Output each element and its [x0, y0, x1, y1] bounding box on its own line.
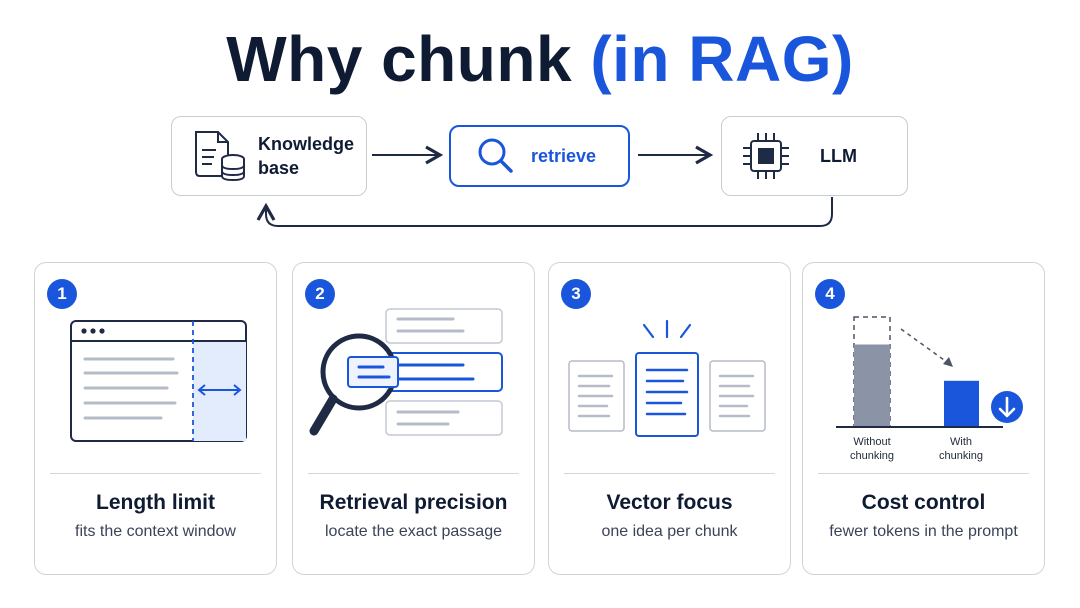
search-icon: [473, 134, 517, 178]
knowledge-base-line2: base: [258, 158, 300, 178]
card-number-badge: 1: [47, 279, 77, 309]
knowledge-base-box: Knowledge base: [171, 116, 367, 196]
knowledge-base-line1: Knowledge: [258, 134, 355, 154]
card-subtitle: locate the exact passage: [324, 523, 502, 540]
card-retrieval-precision: 2 Retrieval precision locate the exact p…: [292, 262, 535, 575]
context-window-illustration: [70, 320, 247, 442]
card-subtitle: one idea per chunk: [601, 523, 738, 540]
chip-icon: [738, 128, 794, 184]
card-divider: [308, 473, 519, 474]
card-subtitle: fits the context window: [75, 523, 236, 540]
bar-label-line2: chunking: [849, 450, 895, 462]
with-chunking-bar: [944, 380, 979, 427]
card-number-badge: 3: [561, 279, 591, 309]
card-title: Retrieval precision: [319, 491, 508, 514]
card-subtitle: fewer tokens in the prompt: [829, 523, 1018, 540]
knowledge-base-label: Knowledge base: [258, 132, 354, 180]
magnifier-passage-illustration: [309, 308, 503, 436]
arrow-down-icon: [991, 391, 1023, 423]
card-number-badge: 4: [815, 279, 845, 309]
card-number-badge: 2: [305, 279, 335, 309]
bar-label-with: With chunking: [925, 435, 997, 463]
card-length-limit: 1 Length limit fits the context window: [34, 262, 277, 575]
document-focus-illustration: [568, 319, 766, 437]
card-cost-control: 4 Without chunking With chunking Cost co…: [802, 262, 1045, 575]
card-divider: [564, 473, 775, 474]
llm-box: LLM: [721, 116, 908, 196]
bar-label-line1: Without: [853, 436, 891, 448]
bar-label-without: Without chunking: [836, 435, 908, 463]
card-divider: [50, 473, 261, 474]
flow-arrows: [256, 145, 833, 227]
retrieve-box: retrieve: [449, 125, 630, 187]
page-title: Why chunk (in RAG): [0, 22, 1080, 96]
title-main: Why chunk: [226, 23, 573, 95]
card-title: Vector focus: [606, 491, 733, 514]
bar-label-line2: chunking: [938, 450, 984, 462]
card-title: Length limit: [96, 491, 215, 514]
card-vector-focus: 3 Vector focus one idea per chunk: [548, 262, 791, 575]
bar-label-line1: With: [950, 436, 972, 448]
token-cost-bar-illustration: [836, 316, 1023, 428]
without-chunking-bar: [854, 344, 890, 427]
retrieve-label: retrieve: [531, 146, 597, 166]
llm-label: LLM: [820, 146, 857, 166]
arrow-llm-to-kb: [256, 197, 833, 227]
document-database-icon: [190, 126, 250, 186]
card-title: Cost control: [861, 491, 986, 514]
title-accent: (in RAG): [590, 23, 854, 95]
card-divider: [818, 473, 1029, 474]
